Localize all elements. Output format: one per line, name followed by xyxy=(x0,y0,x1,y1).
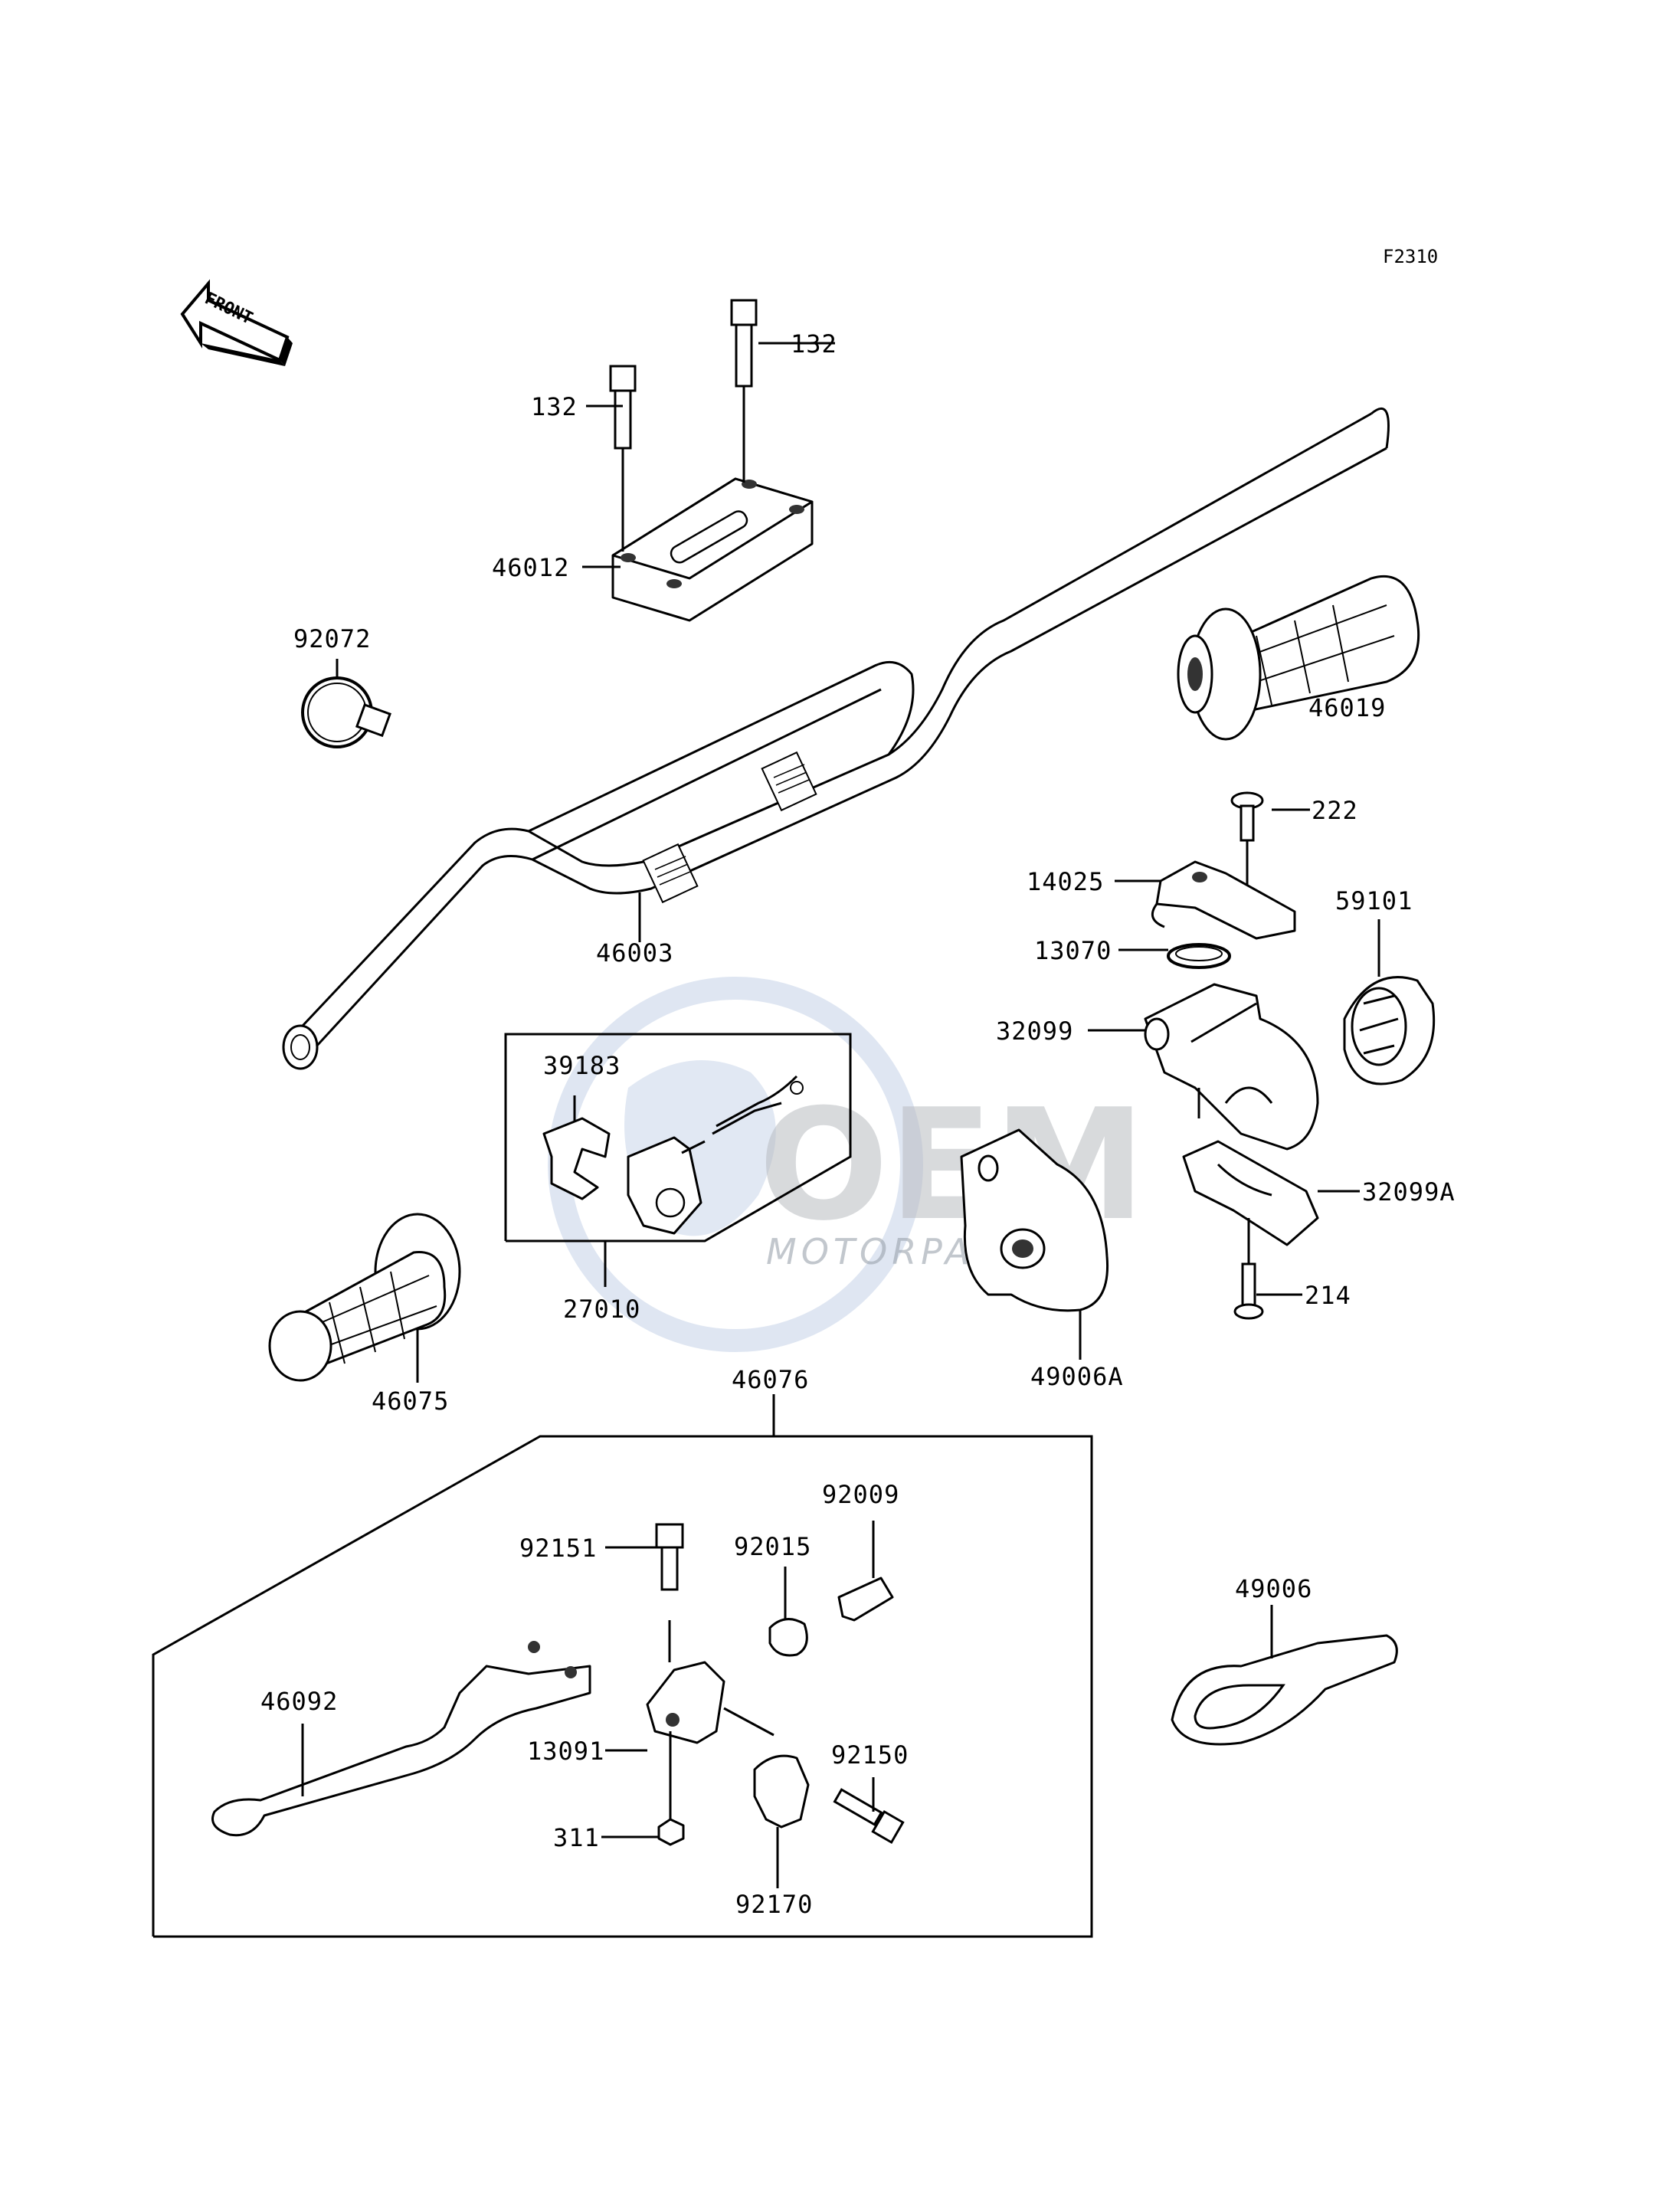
cover-49006A xyxy=(960,1128,1109,1360)
label-222: 222 xyxy=(1312,796,1358,825)
label-311: 311 xyxy=(553,1823,600,1852)
label-49006A: 49006A xyxy=(1030,1362,1124,1391)
label-46076: 46076 xyxy=(732,1365,809,1394)
clamp-bracket xyxy=(611,477,814,622)
label-92009: 92009 xyxy=(822,1480,899,1509)
label-13070: 13070 xyxy=(1034,936,1112,965)
handlebar xyxy=(282,408,1390,1070)
label-27010: 27010 xyxy=(563,1295,640,1324)
figure-code: F2310 xyxy=(1383,246,1438,267)
label-92151: 92151 xyxy=(519,1534,597,1563)
housing-32099A xyxy=(1182,1140,1319,1246)
label-59101: 59101 xyxy=(1335,886,1413,915)
label-32099: 32099 xyxy=(996,1017,1073,1046)
label-46075: 46075 xyxy=(372,1387,449,1416)
label-32099A: 32099A xyxy=(1362,1177,1456,1207)
bolt-132-left xyxy=(609,365,637,552)
label-46019: 46019 xyxy=(1308,693,1386,722)
cover-49006 xyxy=(1171,1605,1398,1746)
label-214: 214 xyxy=(1305,1281,1351,1310)
leader-lines xyxy=(336,342,1380,1838)
throttle-grip-46019 xyxy=(1177,575,1420,741)
ring-13070 xyxy=(1167,943,1231,969)
label-92072: 92072 xyxy=(293,624,371,653)
cover-14025 xyxy=(1151,860,1296,940)
label-92015: 92015 xyxy=(734,1532,811,1561)
switch-assembly-27010 xyxy=(504,1033,852,1287)
housing-32099 xyxy=(1144,983,1319,1151)
label-14025: 14025 xyxy=(1027,867,1104,896)
lever-assembly-46076 xyxy=(152,1394,1093,1938)
label-13091: 13091 xyxy=(527,1737,604,1766)
label-92150: 92150 xyxy=(831,1740,909,1770)
label-132-right: 132 xyxy=(791,329,837,359)
grip-46075 xyxy=(268,1213,461,1383)
bolt-132-right xyxy=(730,299,758,483)
label-46012: 46012 xyxy=(492,553,569,582)
label-46092: 46092 xyxy=(260,1687,338,1716)
label-39183: 39183 xyxy=(543,1051,621,1080)
screw-222 xyxy=(1230,791,1264,900)
screw-214 xyxy=(1233,1218,1264,1320)
label-132-left: 132 xyxy=(531,392,578,421)
label-92170: 92170 xyxy=(735,1890,813,1919)
part-labels: 132 132 46012 92072 46019 222 14025 5910… xyxy=(260,329,1456,1919)
clip-band-92072 xyxy=(301,676,391,748)
label-49006: 49006 xyxy=(1235,1574,1312,1603)
pulley-59101 xyxy=(1343,976,1436,1085)
label-46003: 46003 xyxy=(596,938,673,968)
front-arrow-icon: FRONT xyxy=(180,279,293,366)
